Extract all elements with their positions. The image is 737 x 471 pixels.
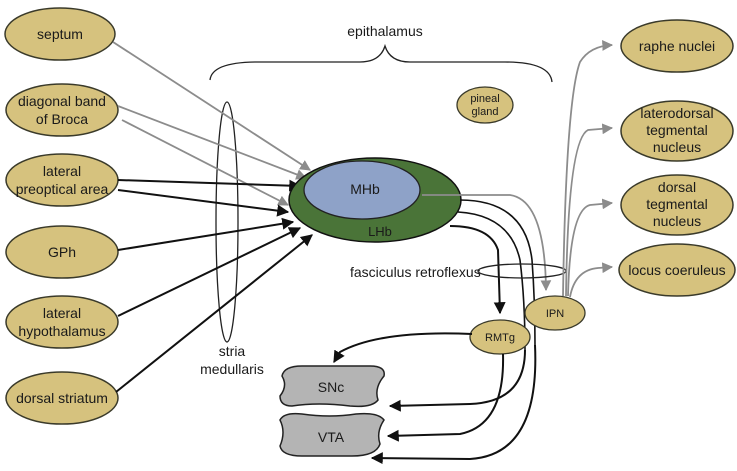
arrow-lhb-to-rmtg bbox=[449, 225, 506, 315]
node-septum-label: septum bbox=[37, 26, 83, 42]
node-lateral-preoptical-label-line1: lateral bbox=[43, 163, 81, 179]
node-raphe-nuclei: raphe nuclei bbox=[620, 19, 734, 73]
mhb-region bbox=[303, 160, 421, 220]
arrow-lhb-to-snc bbox=[388, 349, 526, 412]
node-laterodorsal-label-line3: nucleus bbox=[653, 139, 701, 155]
arrow-rmtg-to-snc bbox=[333, 332, 473, 364]
ipn-label: IPN bbox=[546, 308, 564, 320]
arrow-lh-to-lhb bbox=[117, 227, 302, 317]
fr-fiber-1 bbox=[457, 211, 526, 351]
node-gph-label: GPh bbox=[48, 244, 76, 260]
midbrain-arrows bbox=[333, 332, 537, 465]
node-diagonal-band-label-line1: diagonal band bbox=[18, 93, 106, 109]
rmtg-label: RMTg bbox=[485, 332, 515, 344]
pineal-label-line1: pineal bbox=[470, 93, 499, 105]
node-pineal-gland: pineal gland bbox=[456, 86, 514, 124]
node-dorsal-tegmental-label-line3: nucleus bbox=[653, 213, 701, 229]
arrow-gph-to-lhb bbox=[117, 217, 295, 251]
arrow-ipn-to-laterodorsal bbox=[565, 123, 614, 297]
node-gph: GPh bbox=[5, 225, 119, 279]
stria-medullaris-band: stria medullaris bbox=[200, 101, 264, 377]
node-lateral-hypothalamus: lateral hypothalamus bbox=[5, 295, 119, 349]
node-dorsal-striatum: dorsal striatum bbox=[5, 371, 119, 425]
arrow-septum-to-mhb bbox=[112, 41, 311, 171]
fasciculus-label: fasciculus retroflexus bbox=[350, 264, 481, 280]
arrow-ipn-to-dorsal-tegmental bbox=[567, 198, 614, 297]
arrow-ipn-to-raphe bbox=[562, 40, 614, 297]
node-rmtg: RMTg bbox=[469, 319, 531, 355]
mhb-label: MHb bbox=[350, 181, 380, 197]
epithalamus-brace: epithalamus bbox=[209, 23, 553, 83]
node-septum: septum bbox=[4, 7, 116, 61]
node-lateral-hypothalamus-label-line1: lateral bbox=[43, 305, 81, 321]
arrow-preoptic-to-lhb bbox=[117, 189, 290, 217]
node-dorsal-striatum-label: dorsal striatum bbox=[16, 390, 108, 406]
node-laterodorsal-label-line1: laterodorsal bbox=[640, 105, 713, 121]
region-vta: VTA bbox=[279, 412, 385, 457]
arrow-preoptic-to-mhb bbox=[117, 179, 302, 192]
afferent-arrows bbox=[112, 41, 313, 393]
arrow-broca-to-mhb bbox=[117, 105, 308, 180]
lhb-label: LHb bbox=[368, 224, 392, 239]
node-raphe-nuclei-label: raphe nuclei bbox=[639, 38, 715, 54]
node-ipn: IPN bbox=[524, 295, 586, 331]
arrow-broca-to-hb bbox=[121, 119, 289, 206]
node-diagonal-band-label-line2: of Broca bbox=[36, 111, 88, 127]
arrow-lhb-to-vta bbox=[370, 344, 537, 465]
node-laterodorsal-tegmental-nucleus: laterodorsal tegmental nucleus bbox=[620, 100, 734, 162]
node-dorsal-tegmental-label-line2: tegmental bbox=[646, 196, 707, 212]
stria-label-line1: stria bbox=[219, 343, 246, 359]
node-lateral-preoptical-label-line2: preoptical area bbox=[16, 181, 109, 197]
region-snc: SNc bbox=[279, 365, 385, 408]
vta-label: VTA bbox=[318, 429, 345, 445]
pineal-label-line2: gland bbox=[472, 106, 499, 118]
arrow-mhb-to-ipn bbox=[422, 194, 552, 292]
node-locus-coeruleus: locus coeruleus bbox=[618, 243, 736, 297]
arrow-rmtg-to-vta bbox=[386, 353, 505, 442]
arrow-ipn-to-locus bbox=[569, 262, 614, 298]
node-diagonal-band-of-broca: diagonal band of Broca bbox=[5, 83, 119, 137]
node-lateral-preoptical-area: lateral preoptical area bbox=[5, 153, 119, 207]
node-dorsal-tegmental-label-line1: dorsal bbox=[658, 179, 696, 195]
snc-label: SNc bbox=[318, 379, 344, 395]
node-dorsal-tegmental-nucleus: dorsal tegmental nucleus bbox=[620, 174, 734, 236]
node-laterodorsal-label-line2: tegmental bbox=[646, 122, 707, 138]
node-locus-coeruleus-label: locus coeruleus bbox=[628, 262, 725, 278]
node-lateral-hypothalamus-label-line2: hypothalamus bbox=[18, 323, 105, 339]
epithalamus-label: epithalamus bbox=[347, 23, 423, 39]
ipn-efferent-arrows bbox=[562, 40, 614, 298]
arrow-striatum-to-lhb bbox=[115, 234, 313, 393]
habenula: MHb LHb bbox=[288, 157, 462, 243]
stria-label-line2: medullaris bbox=[200, 361, 264, 377]
